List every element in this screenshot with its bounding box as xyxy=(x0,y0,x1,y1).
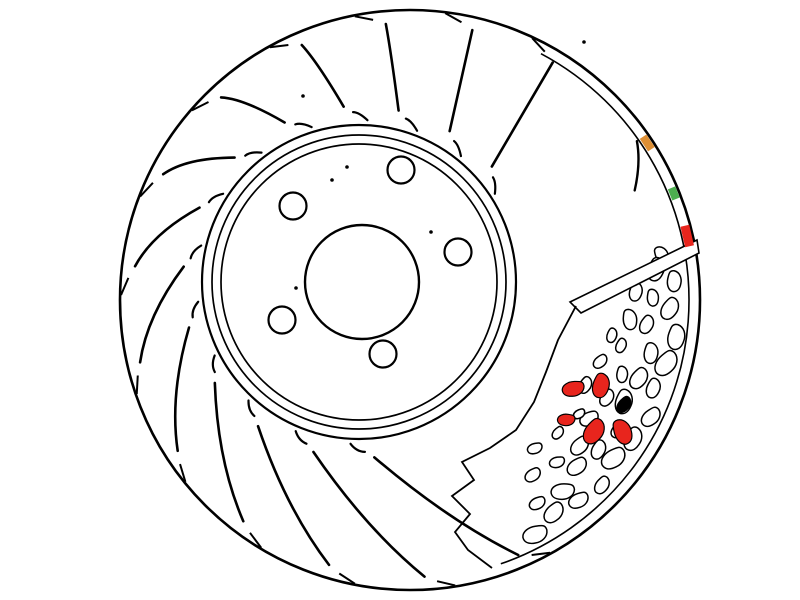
highlighted-vane-pillar xyxy=(591,372,610,399)
cutaway-tear-wedge xyxy=(568,238,700,314)
vane-pillar xyxy=(550,483,576,501)
highlighted-vane-pillar xyxy=(561,380,585,397)
rim-marker-green xyxy=(667,186,680,201)
vane-pillar xyxy=(646,288,660,307)
vane-pillar xyxy=(629,366,649,390)
stray-mark xyxy=(345,165,349,169)
slot-inner-tail xyxy=(189,244,203,260)
slot xyxy=(138,265,185,364)
bolt-hole xyxy=(267,305,297,335)
vane-pillar xyxy=(567,491,589,509)
vane-pillar xyxy=(524,466,541,483)
highlighted-vane-pillar xyxy=(612,419,633,445)
slot xyxy=(133,206,201,268)
slot xyxy=(384,22,400,112)
vane-pillar xyxy=(528,495,546,511)
rim-chamfer-dash xyxy=(444,12,462,24)
stray-mark xyxy=(301,94,305,98)
slot xyxy=(161,156,236,176)
vane-pillar xyxy=(638,314,655,335)
slot-inner-tail xyxy=(207,192,225,204)
bolt-hole xyxy=(443,237,473,267)
slot xyxy=(373,456,520,557)
slot-inner-tail xyxy=(294,122,313,129)
cutaway-broken-edge xyxy=(450,305,577,569)
rim-chamfer-dash xyxy=(135,375,139,395)
rim-chamfer-dash xyxy=(531,37,546,53)
rim-chamfer-dash xyxy=(354,15,374,21)
rim-chamfer-dash xyxy=(531,551,551,556)
stray-mark xyxy=(294,286,298,290)
vane-pillar xyxy=(522,524,548,545)
vane-pillar xyxy=(643,341,659,365)
rim-chamfer-dash xyxy=(120,277,130,296)
slot-inner-tail xyxy=(211,354,216,374)
bolt-hole xyxy=(368,339,398,369)
slot-inner-tail xyxy=(351,111,369,122)
slot xyxy=(256,424,331,567)
slot-inner-tail xyxy=(191,300,200,319)
vane-pillar xyxy=(666,270,682,293)
center-bore xyxy=(303,223,421,341)
slot-inner-tail xyxy=(404,117,419,132)
vane-pillar xyxy=(606,327,618,344)
vane-pillar xyxy=(592,353,608,369)
slot xyxy=(173,326,191,453)
slot-inner-tail xyxy=(349,442,367,453)
slot-inner-tail xyxy=(491,176,497,195)
slot-inner-tail xyxy=(247,399,256,418)
hub-ring xyxy=(200,123,518,441)
rim-band-inner-edge xyxy=(500,52,690,565)
vane-pillar xyxy=(640,406,661,428)
vane-pillar xyxy=(645,377,661,399)
slot xyxy=(312,450,426,578)
vane-pillar xyxy=(548,456,566,469)
vane-pillar xyxy=(616,365,629,384)
rim-chamfer-dash xyxy=(139,182,154,198)
rim-marker-orange xyxy=(639,134,655,152)
vane-pillar xyxy=(543,501,564,524)
slot-inner-tail xyxy=(244,151,263,157)
vane-pillar xyxy=(654,349,678,377)
rim-marker-red xyxy=(680,224,694,248)
highlighted-vane-pillar xyxy=(582,417,605,445)
rim-chamfer-dash xyxy=(338,572,356,585)
vane-pillar xyxy=(660,296,680,321)
vane-pillar xyxy=(622,308,638,331)
vane-pillar xyxy=(551,425,565,440)
rim-chamfer-dash xyxy=(436,580,456,587)
slot xyxy=(213,381,245,523)
stray-mark xyxy=(429,230,433,234)
highlighted-vane-pillar xyxy=(556,413,576,427)
slot-inner-tail xyxy=(452,139,463,158)
slot-inner-tail xyxy=(294,430,308,445)
rim-chamfer-dash xyxy=(191,101,209,112)
rim-chamfer-dash xyxy=(249,532,262,549)
rim-chamfer-dash xyxy=(179,463,187,483)
vane-pillar xyxy=(614,337,628,354)
hub-ring xyxy=(220,143,498,421)
slot xyxy=(219,96,286,124)
bolt-hole xyxy=(278,191,308,221)
stray-mark xyxy=(330,178,334,182)
vane-pillar xyxy=(600,446,626,470)
slot xyxy=(448,28,474,133)
vane-pillar xyxy=(526,442,543,455)
bolt-hole xyxy=(386,155,416,185)
slot xyxy=(300,43,345,108)
slot-short xyxy=(633,139,640,192)
stray-mark xyxy=(582,40,586,44)
hub-ring xyxy=(211,134,507,430)
vane-pillar xyxy=(667,323,686,351)
dark-vane-pillar xyxy=(616,395,632,414)
vane-pillar xyxy=(566,456,588,477)
rim-chamfer-dash xyxy=(269,44,289,49)
vane-pillar xyxy=(593,475,610,495)
slot xyxy=(490,61,554,168)
